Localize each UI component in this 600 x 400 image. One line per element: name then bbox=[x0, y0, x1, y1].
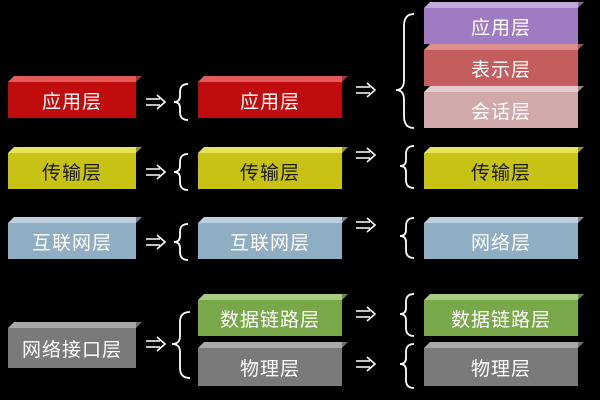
arrow-icon bbox=[355, 147, 376, 163]
arrow-icon bbox=[355, 356, 376, 372]
brace-icon bbox=[399, 217, 415, 259]
layer-label: 数据链路层 bbox=[450, 308, 551, 331]
osi-presentation-layer: 表示层 bbox=[424, 38, 584, 86]
layer-label: 网络接口层 bbox=[21, 338, 122, 361]
layer-label: 应用层 bbox=[470, 16, 531, 39]
arrow-icon bbox=[145, 94, 166, 110]
brace-icon bbox=[399, 145, 415, 189]
arrow-icon bbox=[145, 336, 166, 352]
layer-label: 互联网层 bbox=[229, 231, 310, 254]
osi-data-link-layer: 数据链路层 bbox=[424, 288, 584, 336]
layer-label: 物理层 bbox=[239, 357, 300, 380]
middle-transport-layer: 传输层 bbox=[198, 141, 348, 189]
arrow-icon bbox=[355, 217, 376, 233]
tcpip-transport-layer: 传输层 bbox=[8, 141, 142, 189]
middle-data-link-layer: 数据链路层 bbox=[198, 288, 348, 336]
tcpip-network-interface-layer: 网络接口层 bbox=[8, 316, 142, 368]
brace-icon bbox=[395, 13, 415, 129]
layer-label: 互联网层 bbox=[31, 231, 112, 254]
osi-application-layer: 应用层 bbox=[424, 0, 584, 44]
arrow-icon bbox=[355, 306, 376, 322]
layer-label: 会话层 bbox=[470, 100, 531, 123]
layer-label: 传输层 bbox=[41, 161, 102, 184]
osi-network-layer: 网络层 bbox=[424, 211, 584, 259]
middle-physical-layer: 物理层 bbox=[198, 336, 348, 386]
layer-label: 表示层 bbox=[470, 58, 531, 81]
brace-icon bbox=[173, 83, 189, 121]
arrow-icon bbox=[145, 234, 166, 250]
layer-label: 应用层 bbox=[41, 90, 102, 113]
layer-label: 传输层 bbox=[239, 161, 300, 184]
layer-label: 应用层 bbox=[239, 90, 300, 113]
layer-label: 网络层 bbox=[470, 231, 531, 254]
middle-internet-layer: 互联网层 bbox=[198, 211, 348, 259]
layer-label: 物理层 bbox=[470, 357, 531, 380]
layer-label: 数据链路层 bbox=[219, 308, 320, 331]
brace-icon bbox=[173, 223, 189, 261]
tcpip-application-layer: 应用层 bbox=[8, 70, 142, 118]
osi-session-layer: 会话层 bbox=[424, 80, 584, 128]
brace-icon bbox=[171, 311, 191, 379]
arrow-icon bbox=[355, 82, 376, 98]
tcpip-internet-layer: 互联网层 bbox=[8, 211, 142, 259]
layer-label: 传输层 bbox=[470, 161, 531, 184]
brace-icon bbox=[399, 293, 415, 337]
osi-physical-layer: 物理层 bbox=[424, 336, 584, 386]
arrow-icon bbox=[145, 164, 166, 180]
brace-icon bbox=[173, 153, 189, 191]
osi-transport-layer: 传输层 bbox=[424, 141, 584, 189]
brace-icon bbox=[399, 343, 415, 389]
middle-application-layer: 应用层 bbox=[198, 70, 348, 118]
